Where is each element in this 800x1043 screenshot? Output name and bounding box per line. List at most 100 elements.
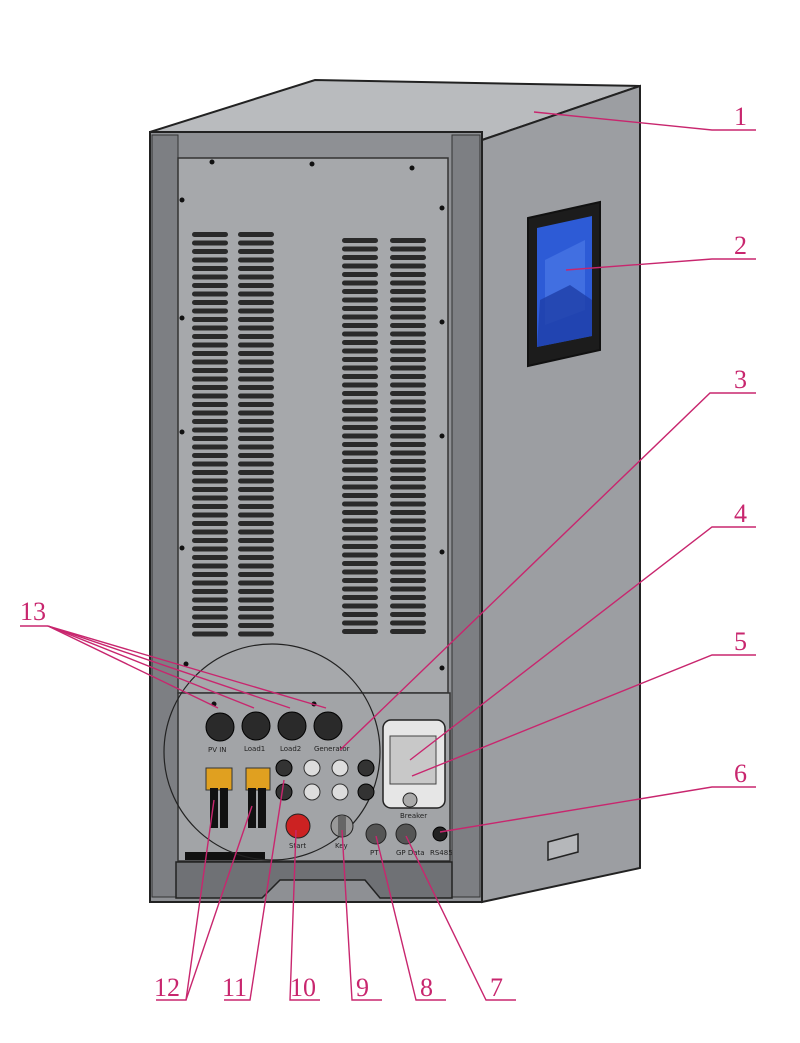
- vent-slot: [390, 314, 426, 320]
- vent-slot: [192, 419, 228, 424]
- vent-slot: [342, 408, 378, 413]
- vent-slot: [342, 586, 378, 592]
- vent-slot: [192, 623, 228, 628]
- vent-slot: [238, 546, 274, 552]
- vent-slot: [342, 272, 378, 277]
- knob-label-load1: Load1: [244, 745, 265, 753]
- vent-slot: [342, 612, 378, 617]
- vent-slot: [390, 280, 426, 286]
- vent-slot: [390, 391, 426, 396]
- vent-slot: [238, 257, 274, 263]
- vent-slot: [238, 461, 274, 467]
- vent-slot: [238, 402, 274, 407]
- vent-slot: [238, 317, 274, 322]
- vent-slot: [238, 521, 274, 526]
- vent-slot: [192, 308, 228, 314]
- vent-slot: [238, 385, 274, 390]
- vent-slot: [390, 382, 426, 388]
- vent-slot: [192, 334, 228, 339]
- vent-slot: [192, 300, 228, 305]
- screw: [179, 429, 185, 435]
- vent-slot: [390, 476, 426, 481]
- knob-load1: [241, 711, 271, 741]
- vent-slot: [238, 606, 274, 611]
- vent-slot: [192, 546, 228, 552]
- vent-slot: [342, 246, 378, 252]
- callout-11: 11: [222, 973, 247, 1002]
- vent-slot: [390, 297, 426, 303]
- vent-slot: [238, 436, 274, 441]
- vent-slot: [238, 555, 274, 560]
- vent-slot: [192, 240, 228, 246]
- vent-slot: [192, 351, 228, 356]
- vent-slot: [390, 425, 426, 430]
- vent-slot: [192, 266, 228, 271]
- vent-slot: [238, 580, 274, 586]
- vent-slot: [342, 476, 378, 481]
- vent-slot: [192, 402, 228, 407]
- vent-slot: [390, 629, 426, 634]
- knob-label-load2: Load2: [280, 745, 301, 753]
- vent-slot: [238, 623, 274, 628]
- vent-slot: [192, 580, 228, 586]
- vent-slot: [390, 578, 426, 583]
- vent-slot: [342, 365, 378, 371]
- vent-slot: [342, 297, 378, 303]
- vent-slot: [390, 493, 426, 498]
- vent-slot: [238, 342, 274, 348]
- callout-1: 1: [734, 102, 747, 131]
- vent-slot: [192, 631, 228, 637]
- vent-slot: [342, 238, 378, 243]
- breaker-label: Breaker: [400, 812, 427, 820]
- vent-slot: [390, 569, 426, 575]
- vent-slot: [192, 325, 228, 331]
- vent-slot: [390, 255, 426, 260]
- vent-slot: [342, 433, 378, 439]
- vent-slot: [238, 444, 274, 450]
- screw: [439, 319, 445, 325]
- vent-slot: [342, 493, 378, 498]
- vent-slot: [390, 501, 426, 507]
- vent-slots: [192, 232, 426, 637]
- vent-slot: [238, 334, 274, 339]
- vent-slot: [342, 603, 378, 609]
- key-label: Key: [335, 842, 348, 850]
- vent-slot: [192, 436, 228, 441]
- screw: [183, 661, 189, 667]
- vent-slot: [192, 470, 228, 475]
- rs485-label: RS485: [430, 849, 453, 857]
- vent-slot: [390, 289, 426, 294]
- rotary-knobs: PV IN Load1 Load2 Generator: [205, 711, 350, 754]
- vent-slot: [238, 410, 274, 416]
- callout-7: 7: [490, 973, 503, 1002]
- vent-slot: [192, 597, 228, 603]
- vent-slot: [192, 283, 228, 288]
- vent-slot: [192, 512, 228, 518]
- vent-slot: [390, 357, 426, 362]
- round-ports: PT GP Data: [365, 823, 425, 857]
- screw: [409, 165, 415, 171]
- vent-slot: [342, 595, 378, 600]
- vent-slot: [342, 357, 378, 362]
- vent-slot: [342, 552, 378, 558]
- vent-slot: [192, 487, 228, 492]
- vent-slot: [342, 501, 378, 507]
- vent-slot: [192, 563, 228, 569]
- vent-slot: [238, 274, 274, 280]
- vent-slot: [192, 444, 228, 450]
- vent-slot: [342, 323, 378, 328]
- vent-slot: [342, 484, 378, 490]
- vent-slot: [390, 323, 426, 328]
- vent-slot: [342, 561, 378, 566]
- vent-slot: [390, 527, 426, 532]
- vent-slot: [342, 467, 378, 473]
- vent-slot: [192, 317, 228, 322]
- vent-slot: [238, 470, 274, 475]
- vent-slot: [192, 538, 228, 543]
- vent-slot: [390, 374, 426, 379]
- vent-slot: [342, 382, 378, 388]
- vent-slot: [192, 274, 228, 280]
- vent-slot: [342, 544, 378, 549]
- knob-pv-in: [205, 712, 235, 742]
- vent-slot: [238, 240, 274, 246]
